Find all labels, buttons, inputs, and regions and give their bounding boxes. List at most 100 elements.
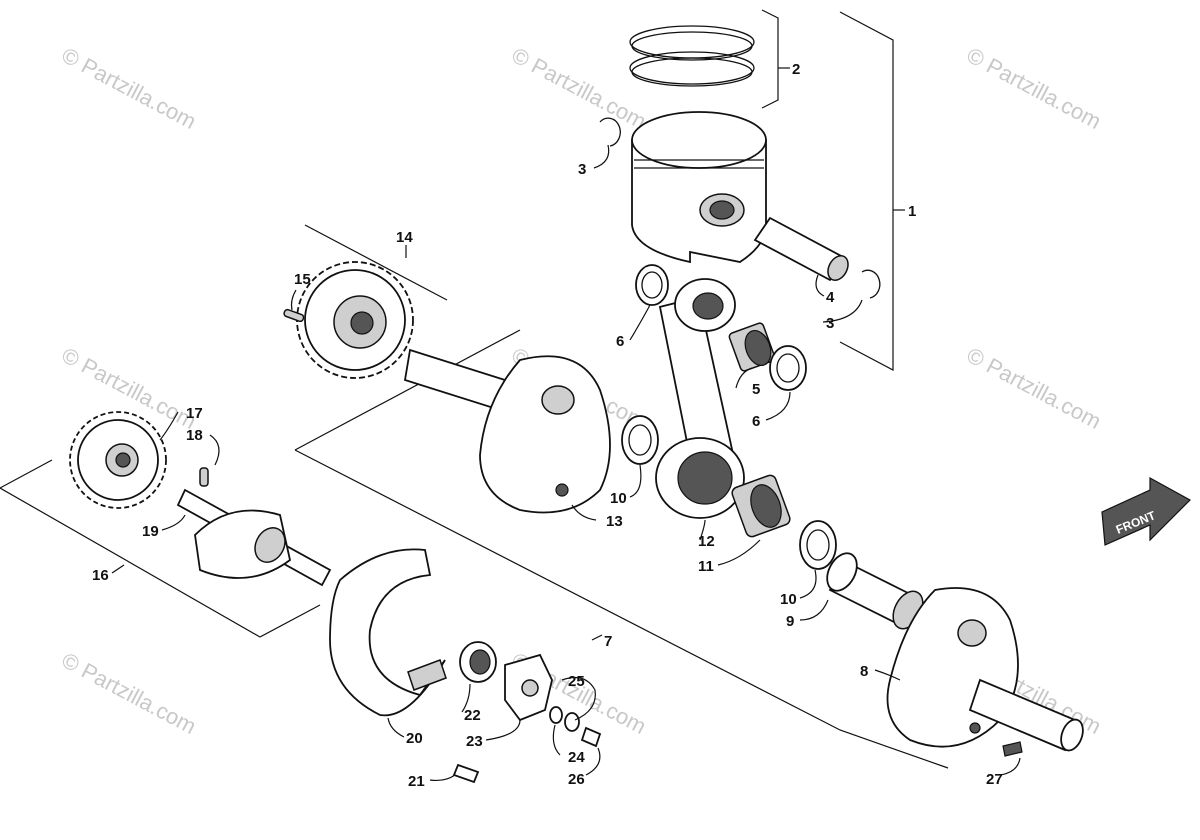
crank-shaft-end — [1060, 718, 1084, 752]
callout-10: 10 — [610, 490, 627, 507]
callout-18: 18 — [186, 427, 203, 444]
wrist-pin-end — [827, 255, 849, 281]
crank-web-pin-hole — [555, 483, 569, 497]
wrist-pin-body — [753, 216, 847, 282]
needle-bearing-bore — [744, 329, 772, 367]
crank-washers — [621, 415, 837, 570]
bracket-balance-left — [0, 459, 53, 489]
callout-27: 27 — [986, 771, 1003, 788]
flat-washer — [549, 706, 563, 724]
circlip-left — [599, 117, 621, 147]
callout-10: 10 — [780, 591, 797, 608]
piston — [631, 111, 767, 264]
washer-lower — [769, 345, 807, 391]
balance-gear — [69, 411, 167, 509]
crank-web-lower-pin-hole — [969, 722, 981, 734]
crank-pin-bearing — [731, 474, 791, 538]
crank-washer-left — [621, 415, 659, 465]
callouts: 2 1 3 4 3 5 6 6 7 8 9 10 10 11 12 13 14 … — [92, 61, 1003, 790]
watermark: © Partzilla.com — [508, 42, 651, 134]
callout-12: 12 — [698, 533, 715, 550]
callout-19: 19 — [142, 523, 159, 540]
callout-8: 8 — [860, 663, 868, 680]
callout-17: 17 — [186, 405, 203, 422]
callout-26: 26 — [568, 771, 585, 788]
crank-half-lower — [886, 587, 1084, 752]
callout-6: 6 — [752, 413, 760, 430]
balance-shaft — [176, 488, 332, 587]
callout-6: 6 — [616, 333, 624, 350]
bracket-piston-assembly — [839, 11, 894, 371]
crank-web-hole — [541, 385, 575, 415]
counterweight-key — [407, 659, 447, 691]
woodruff-key — [1002, 741, 1023, 757]
callout-25: 25 — [568, 673, 585, 690]
ring-lower — [629, 51, 755, 85]
callout-7: 7 — [604, 633, 612, 650]
watermark: © Partzilla.com — [58, 647, 201, 739]
piston-rings — [629, 25, 755, 87]
callout-13: 13 — [606, 513, 623, 530]
crank-pin — [826, 552, 924, 630]
ring-lower-inner — [631, 57, 753, 87]
thrust-washers — [635, 264, 807, 391]
washer-upper-hole — [641, 271, 663, 299]
crank-shaft-taper — [403, 348, 507, 412]
leader-lines — [111, 67, 1021, 782]
crank-pin-face — [826, 552, 858, 592]
washer-lower-hole — [776, 353, 800, 383]
callout-21: 21 — [408, 773, 425, 790]
balance-shaft-bearing — [254, 527, 286, 563]
callout-11: 11 — [698, 558, 714, 575]
callout-1: 1 — [908, 203, 916, 220]
gear-bore — [350, 311, 374, 335]
rod-small-end-bore — [692, 292, 724, 320]
counterweight — [329, 548, 447, 717]
callout-9: 9 — [786, 613, 794, 630]
front-arrow-shape — [1101, 476, 1191, 546]
big-end-bearing-bore — [750, 484, 782, 528]
group-brackets — [0, 9, 949, 769]
rod-big-end-bore — [677, 451, 733, 505]
ring-upper-inner — [631, 31, 753, 61]
bracket-gear-top — [304, 224, 448, 301]
ring-upper — [629, 25, 755, 59]
balance-gear-bore — [115, 452, 131, 468]
callout-23: 23 — [466, 733, 483, 750]
impeller — [504, 653, 553, 722]
crank-washer-left-hole — [628, 424, 652, 456]
key-pin — [199, 467, 209, 487]
counterweight-body — [329, 548, 446, 717]
counterweight-bolt — [452, 763, 480, 784]
crank-washer-right — [799, 520, 837, 570]
crank-half-upper — [403, 348, 611, 514]
bracket-balance-bottom — [0, 487, 321, 638]
oil-seal — [459, 641, 497, 683]
wrist-pin — [753, 216, 849, 282]
impeller-bolt — [580, 726, 602, 748]
drive-gear — [296, 261, 414, 379]
callout-14: 14 — [396, 229, 413, 246]
watermark: © Partzilla.com — [963, 42, 1106, 134]
callout-24: 24 — [568, 749, 585, 766]
callout-4: 4 — [826, 289, 835, 306]
watermark: © Partzilla.com — [963, 342, 1106, 434]
callout-20: 20 — [406, 730, 423, 747]
impeller-hub — [521, 679, 539, 697]
bracket-crank-right-top — [294, 329, 521, 451]
connecting-rod — [655, 278, 745, 519]
circlip-right — [861, 269, 881, 299]
front-direction-arrow: FRONT — [1101, 476, 1191, 546]
crank-web-upper — [479, 355, 611, 514]
fasteners — [452, 706, 602, 784]
circlips — [599, 117, 881, 299]
bracket-piston-rings — [761, 9, 779, 109]
callout-2: 2 — [792, 61, 800, 78]
washer-upper — [635, 264, 669, 306]
callout-22: 22 — [464, 707, 481, 724]
callout-3: 3 — [826, 315, 834, 332]
dowel-pin — [283, 308, 305, 323]
crank-washer-right-hole — [806, 529, 830, 561]
lock-washer — [564, 712, 580, 732]
